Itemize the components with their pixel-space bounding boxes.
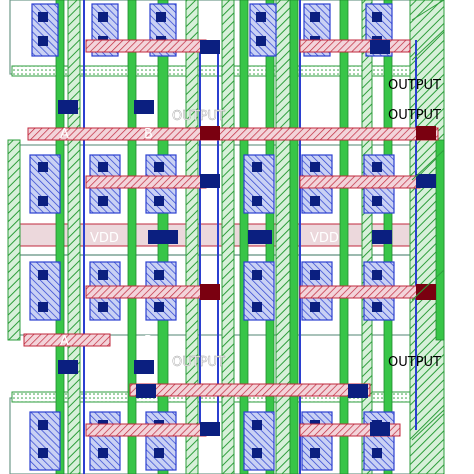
- output-label-right-1: OUTPUT: [388, 78, 441, 93]
- output-label-right-bottom: OUTPUT: [388, 355, 441, 370]
- labels: OUTPUT OUTPUT OUTPUT OUTPUT OUTPUT A B A…: [60, 78, 441, 370]
- output-label-center-top: OUTPUT: [172, 109, 225, 124]
- input-a-label-top: A: [60, 127, 69, 142]
- output-label-center-bottom: OUTPUT: [172, 355, 225, 370]
- right-edge-hatch: [411, 0, 445, 441]
- output-label-right-2: OUTPUT: [388, 108, 441, 123]
- input-b-label-bottom: B: [144, 334, 153, 349]
- input-b-label-top: B: [144, 127, 153, 142]
- vias: [58, 40, 436, 436]
- vdd-label-left: VDD: [90, 231, 119, 246]
- vdd-label-right: VDD: [310, 231, 339, 246]
- input-a-label-bottom: A: [60, 334, 69, 349]
